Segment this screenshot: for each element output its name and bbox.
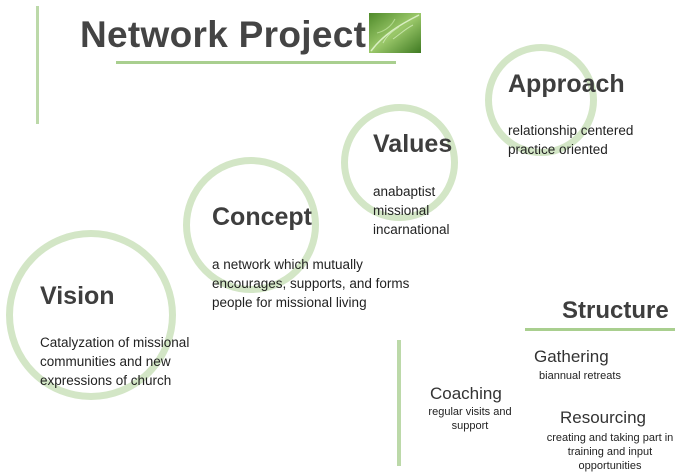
title-underline bbox=[116, 61, 396, 64]
concept-heading: Concept bbox=[212, 203, 312, 231]
values-line: anabaptist bbox=[373, 184, 436, 199]
resourcing-line: opportunities bbox=[578, 460, 642, 472]
vision-heading: Vision bbox=[40, 282, 115, 310]
left-vertical-divider bbox=[36, 6, 39, 124]
concept-text: a network which mutually encourages, sup… bbox=[212, 255, 409, 312]
coaching-line: regular visits and bbox=[428, 406, 512, 418]
coaching-desc: regular visits and support bbox=[418, 405, 522, 433]
gathering-desc: biannual retreats bbox=[539, 370, 621, 382]
resourcing-label: Resourcing bbox=[560, 408, 646, 427]
resourcing-line: training and input bbox=[567, 446, 653, 458]
vision-line: communities and new bbox=[40, 354, 171, 369]
vision-line: Catalyzation of missional bbox=[40, 335, 190, 350]
page-title: Network Project bbox=[80, 14, 367, 55]
values-heading: Values bbox=[373, 130, 453, 158]
approach-text: relationship centered practice oriented bbox=[508, 121, 633, 159]
structure-heading: Structure bbox=[562, 297, 669, 324]
concept-line: people for missional living bbox=[212, 295, 367, 310]
approach-heading: Approach bbox=[508, 70, 625, 98]
approach-line: practice oriented bbox=[508, 142, 608, 157]
approach-line: relationship centered bbox=[508, 123, 634, 138]
values-line: incarnational bbox=[373, 222, 450, 237]
coaching-line: support bbox=[451, 420, 489, 432]
coaching-label: Coaching bbox=[430, 384, 502, 403]
structure-vertical-divider bbox=[397, 340, 401, 466]
values-ring bbox=[341, 104, 458, 221]
resourcing-line: creating and taking part in bbox=[546, 432, 674, 444]
concept-ring bbox=[183, 157, 319, 293]
structure-underline bbox=[525, 328, 675, 331]
leaf-image-icon bbox=[369, 13, 421, 53]
resourcing-desc: creating and taking part in training and… bbox=[540, 431, 680, 473]
vision-ring bbox=[6, 230, 176, 400]
concept-line: encourages, supports, and forms bbox=[212, 276, 410, 291]
values-line: missional bbox=[373, 203, 430, 218]
approach-ring bbox=[485, 44, 597, 156]
vision-line: expressions of church bbox=[40, 373, 172, 388]
concept-line: a network which mutually bbox=[212, 257, 363, 272]
gathering-label: Gathering bbox=[534, 347, 609, 366]
values-text: anabaptist missional incarnational bbox=[373, 182, 450, 239]
vision-text: Catalyzation of missional communities an… bbox=[40, 333, 189, 390]
